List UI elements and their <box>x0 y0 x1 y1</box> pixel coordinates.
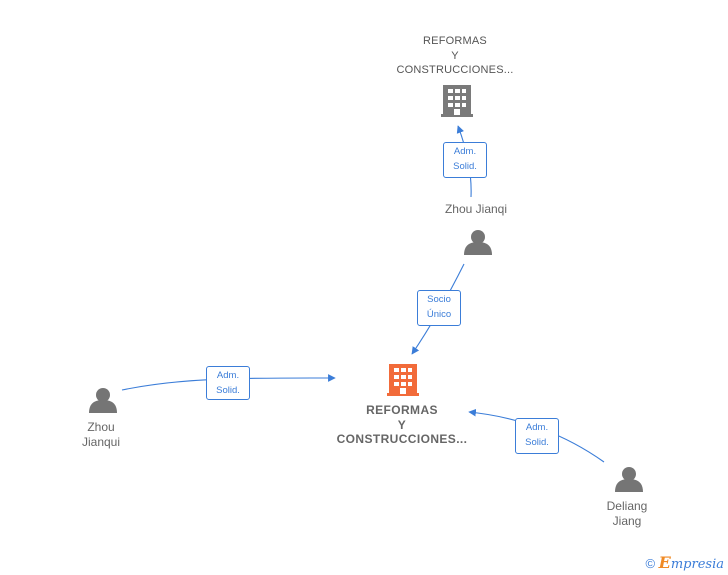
company-main-label-line: Y <box>397 417 407 432</box>
person-zhou-jianqi-label[interactable]: Zhou Jianqi <box>426 202 526 217</box>
edge-label-line: Solid. <box>525 437 549 448</box>
company-main-label-line: REFORMAS <box>366 403 438 417</box>
brand-name: mpresia <box>670 557 724 572</box>
person-label-line: Deliang <box>606 499 648 513</box>
company-top-label[interactable]: REFORMAS Y CONSTRUCCIONES... <box>385 34 525 78</box>
edge-label-line: Adm. <box>525 422 549 433</box>
person-icon[interactable] <box>89 388 117 413</box>
company-main-label[interactable]: REFORMAS Y CONSTRUCCIONES... <box>327 403 477 447</box>
person-zhou-jianqui-label[interactable]: Zhou Jianqui <box>66 420 136 449</box>
company-main-label-line: CONSTRUCCIONES... <box>336 432 468 446</box>
empresia-watermark: © Empresia <box>645 553 724 572</box>
edge-label-line: Solid. <box>453 161 477 172</box>
person-deliang-jiang-label[interactable]: Deliang Jiang <box>592 499 662 528</box>
edge-label-jianqi-to-main: Socio Único <box>417 290 461 326</box>
edge-label-jianqui-to-main: Adm. Solid. <box>206 366 250 400</box>
edge-label-line: Adm. <box>453 146 477 157</box>
edge-label-line: Solid. <box>216 385 240 396</box>
person-label-line: Jianqui <box>81 434 121 449</box>
brand-initial: E <box>658 553 671 572</box>
copyright-icon: © <box>645 556 656 571</box>
person-label-line: Jiang <box>612 513 642 528</box>
person-label-line: Zhou <box>87 420 115 434</box>
person-icon[interactable] <box>615 467 643 492</box>
edge-label-line: Socio <box>427 294 451 305</box>
company-top-label-line: REFORMAS <box>423 35 487 47</box>
person-icon[interactable] <box>464 230 492 255</box>
building-icon[interactable] <box>441 85 473 117</box>
edge-label-deliang-to-main: Adm. Solid. <box>515 418 559 454</box>
edge-label-line: Único <box>426 309 452 320</box>
person-label-line: Zhou Jianqi <box>444 202 508 216</box>
edge-label-jianqi-to-top: Adm. Solid. <box>443 142 487 178</box>
building-icon[interactable] <box>387 364 419 396</box>
company-top-label-line: Y <box>451 49 459 62</box>
company-top-label-line: CONSTRUCCIONES... <box>396 64 514 76</box>
edge-label-line: Adm. <box>216 370 240 381</box>
